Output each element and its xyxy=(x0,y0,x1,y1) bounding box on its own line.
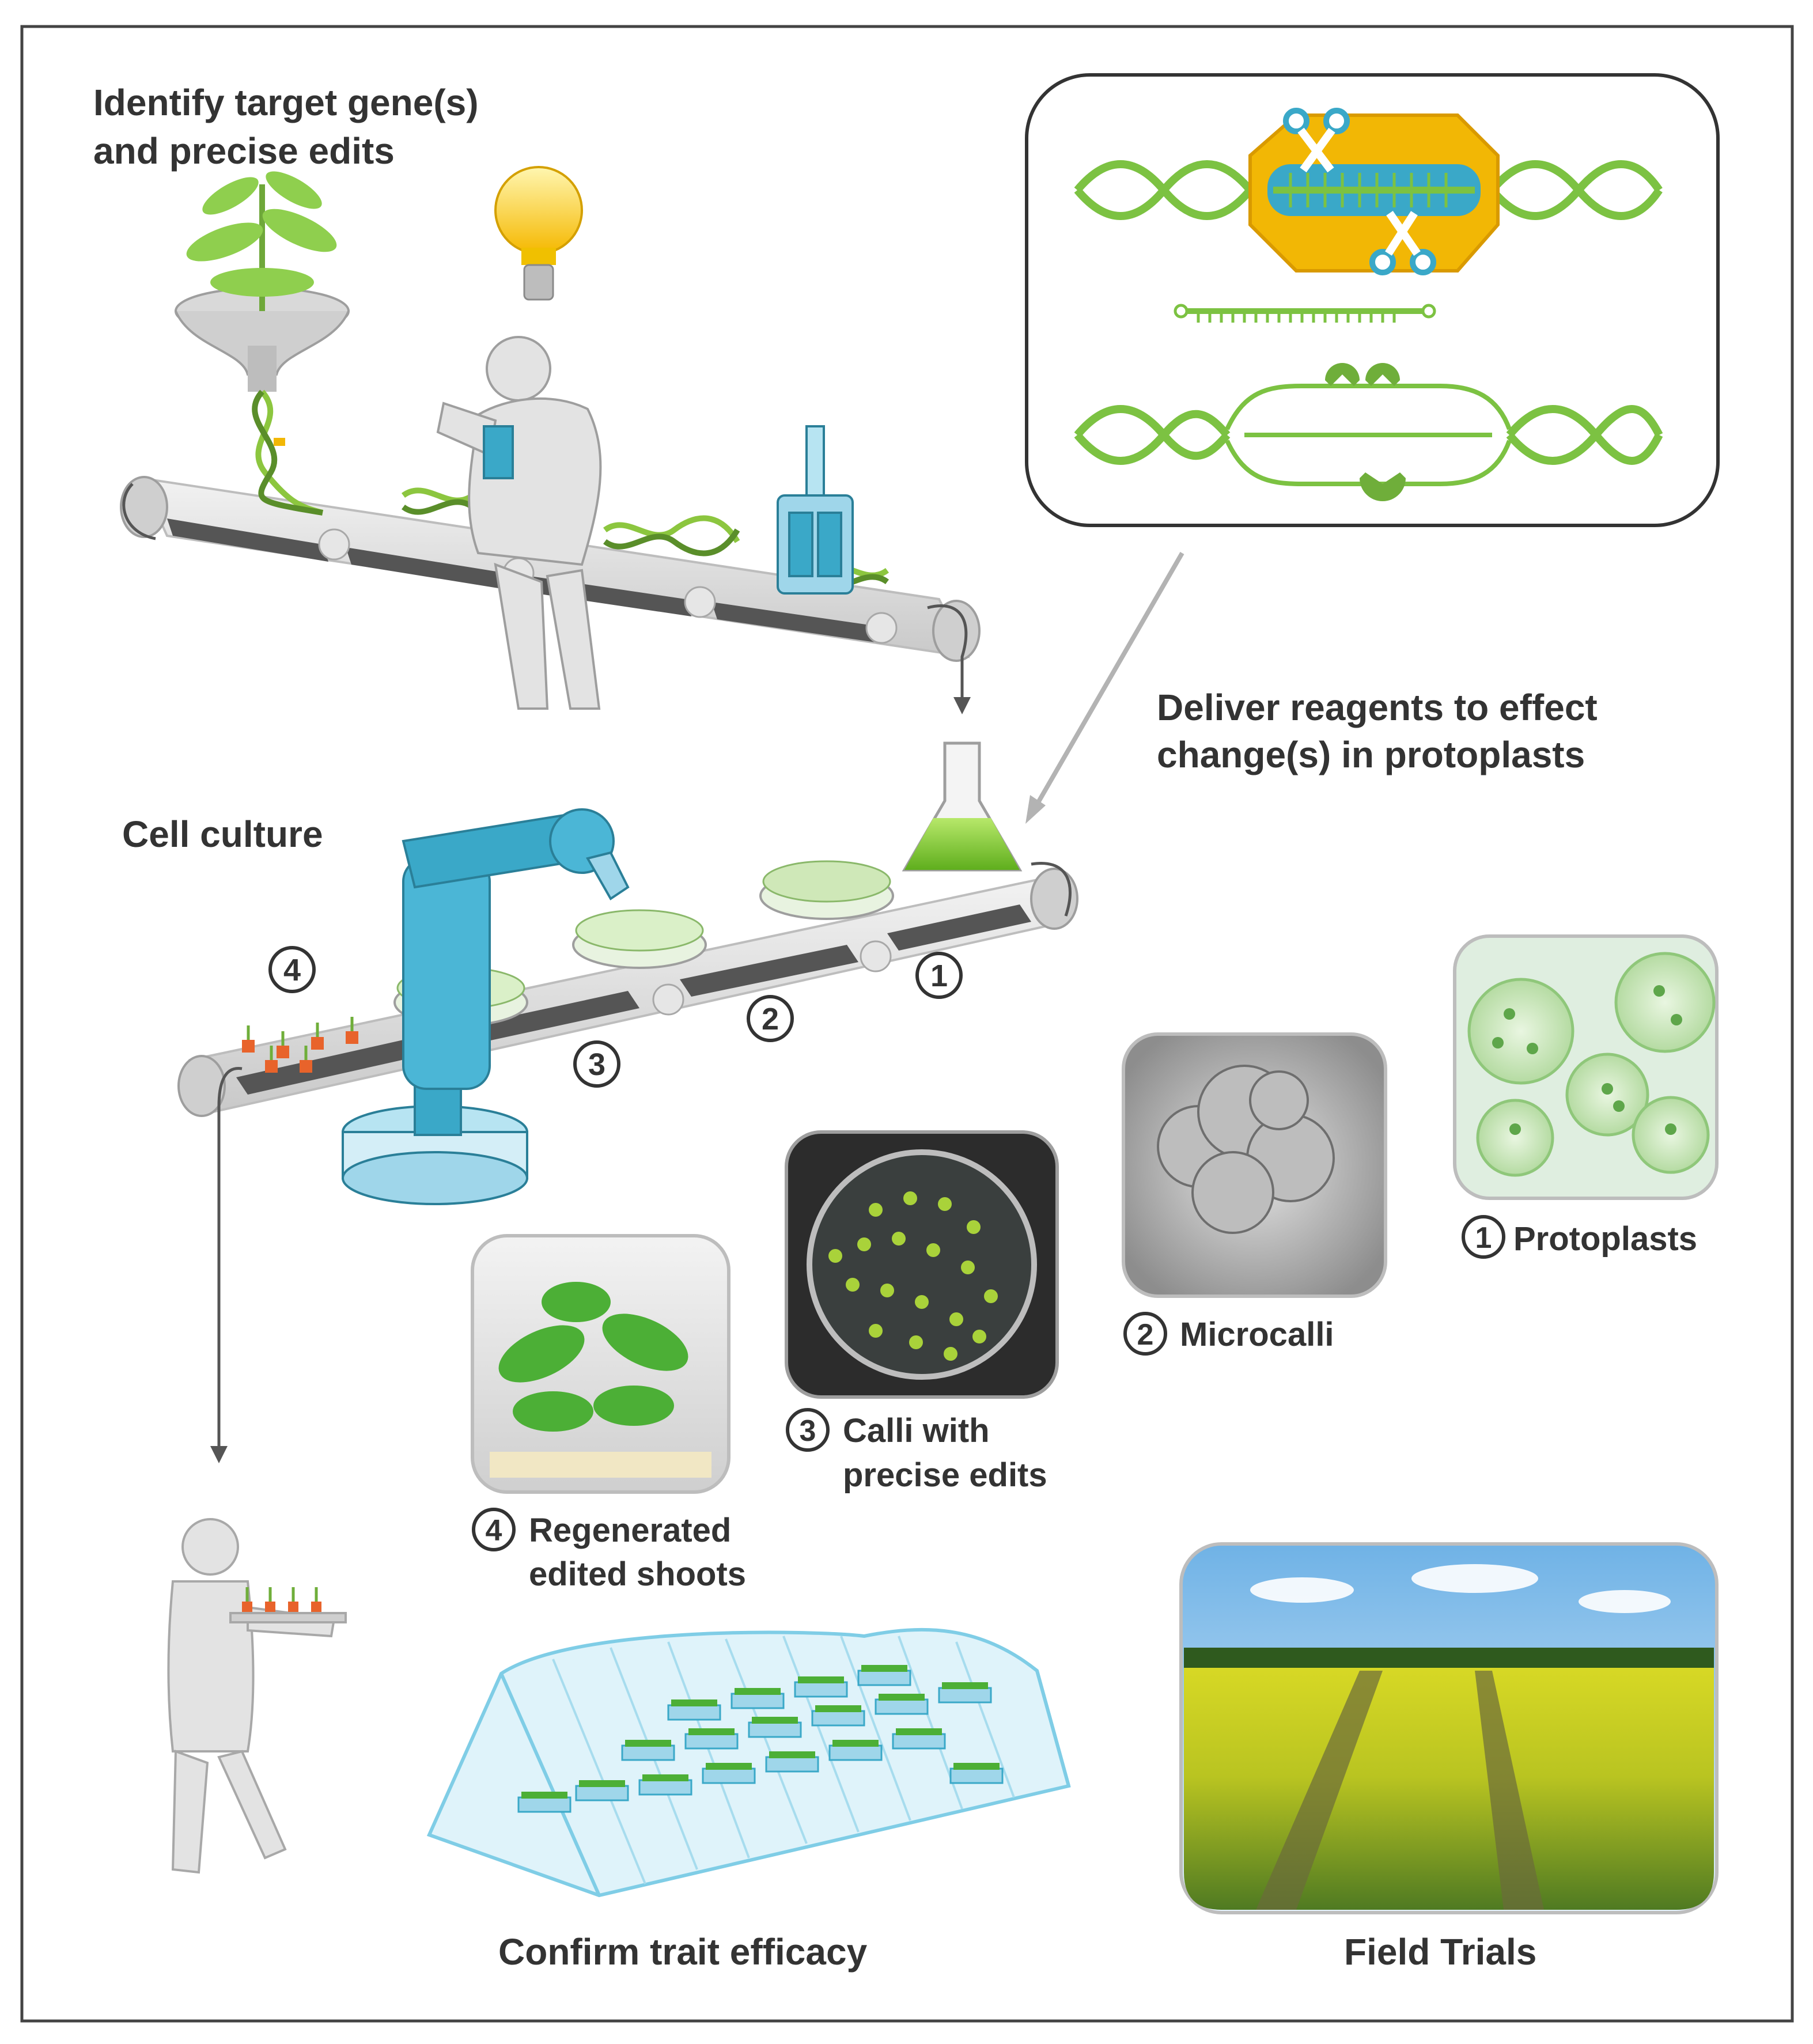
regenerated-caption: 4 Regenerated edited shoots xyxy=(472,1508,746,1593)
deliver-label-line1: Deliver reagents to effect xyxy=(1157,687,1598,728)
regenerated-label-line1: Regenerated xyxy=(529,1512,731,1549)
svg-text:1: 1 xyxy=(1475,1221,1492,1255)
cutting-machine xyxy=(777,425,854,595)
panel-to-flask-arrow xyxy=(1032,551,1184,811)
regenerated-shoots-photo xyxy=(471,1234,731,1494)
calli-label-line2: precise edits xyxy=(843,1456,1047,1494)
top-conveyor-belt xyxy=(120,476,981,714)
repair-protein-bottom xyxy=(1360,472,1406,501)
regenerated-label-line2: edited shoots xyxy=(529,1555,746,1593)
greenhouse xyxy=(426,1627,1071,1898)
walking-person-with-seedlings xyxy=(167,1518,347,1874)
protoplasts-caption: 1 Protoplasts xyxy=(1462,1215,1697,1259)
repair-protein-top xyxy=(1325,363,1400,386)
scientist-figure xyxy=(436,336,602,710)
protoplasts-photo xyxy=(1453,934,1719,1200)
belt-step-1: 1 xyxy=(915,952,963,999)
field-trials-label: Field Trials xyxy=(1344,1931,1536,1973)
dna-strand-funnel xyxy=(252,389,324,516)
calli-photo xyxy=(785,1130,1059,1399)
scissors-icon xyxy=(1283,108,1350,173)
protoplasts-label: Protoplasts xyxy=(1513,1220,1697,1258)
dna-helix-top xyxy=(1074,160,1663,220)
donor-template-strand xyxy=(1174,304,1436,323)
svg-text:2: 2 xyxy=(762,1002,779,1036)
belt-step-3: 3 xyxy=(573,1040,620,1088)
calli-label-line1: Calli with xyxy=(843,1412,990,1449)
plant-funnel xyxy=(175,171,350,392)
svg-text:4: 4 xyxy=(283,953,301,987)
petri-dishes-on-belt xyxy=(393,860,894,1027)
belt-step-2: 2 xyxy=(747,995,794,1042)
dna-helix-bottom xyxy=(1074,384,1663,486)
seedling-pots-on-belt xyxy=(242,1017,358,1073)
identify-label-line2: and precise edits xyxy=(93,130,395,172)
svg-text:4: 4 xyxy=(486,1514,502,1547)
robot-arm-icon xyxy=(342,808,630,1205)
identify-label-line1: Identify target gene(s) xyxy=(93,82,479,123)
scissors-icon xyxy=(1369,211,1436,275)
tray-seedlings xyxy=(242,1587,321,1612)
microcalli-photo xyxy=(1122,1032,1387,1298)
svg-text:2: 2 xyxy=(1137,1318,1154,1352)
svg-text:1: 1 xyxy=(930,959,948,993)
field-trials-photo xyxy=(1179,1542,1719,1914)
confirm-trait-label: Confirm trait efficacy xyxy=(498,1931,868,1973)
flask-icon xyxy=(902,741,1023,872)
svg-text:3: 3 xyxy=(800,1414,816,1448)
svg-text:3: 3 xyxy=(588,1047,605,1082)
deliver-label-line2: change(s) in protoplasts xyxy=(1157,734,1585,775)
light-bulb-icon xyxy=(494,166,583,301)
microcalli-caption: 2 Microcalli xyxy=(1123,1312,1334,1356)
crispr-mechanism-panel xyxy=(1025,73,1720,527)
greenhouse-tables xyxy=(517,1670,1004,1813)
cell-culture-label: Cell culture xyxy=(122,813,323,855)
belt-step-4: 4 xyxy=(268,946,316,993)
microcalli-label: Microcalli xyxy=(1180,1316,1334,1353)
calli-caption: 3 Calli with precise edits xyxy=(786,1408,1047,1494)
